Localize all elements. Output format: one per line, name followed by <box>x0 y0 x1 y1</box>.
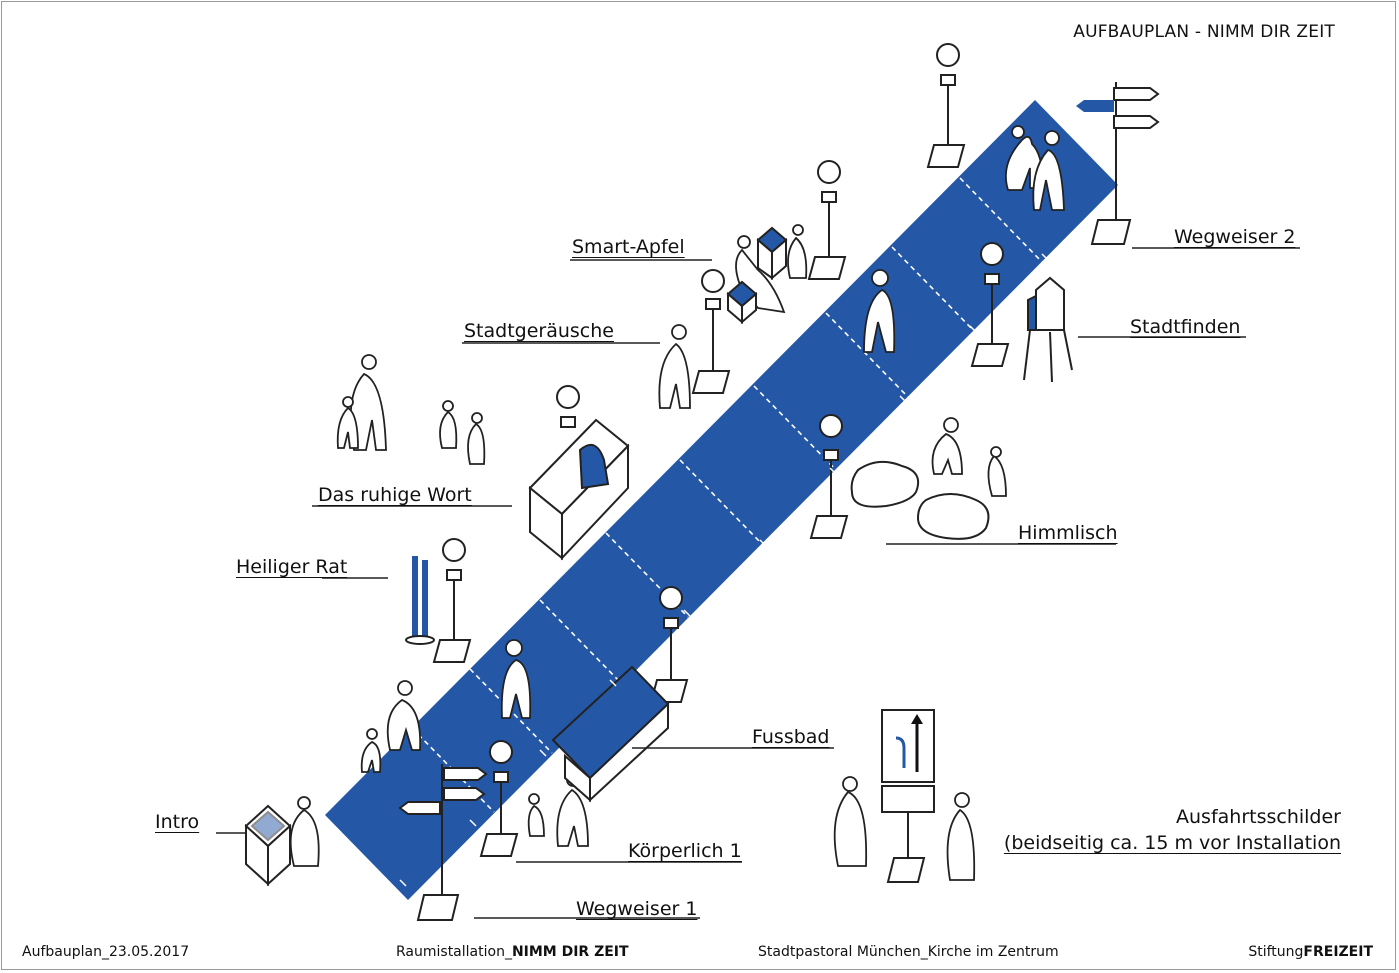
label-himmlisch: Himmlisch <box>1018 522 1118 544</box>
smart-apfel-boxes <box>726 226 788 325</box>
fussbad-bench <box>551 665 670 803</box>
label-koerperlich-1: Körperlich 1 <box>628 840 742 862</box>
ruhige-wort-booth <box>528 418 630 561</box>
label-ausfahrtsschilder: Ausfahrtsschilder (beidseitig ca. 15 m v… <box>1004 804 1341 856</box>
stand-sign-ausfahrt <box>881 709 935 883</box>
footer-brand-bold: FREIZEIT <box>1303 944 1373 960</box>
ausfahrt-line-2: (beidseitig ca. 15 m vor Installation <box>1003 832 1341 854</box>
visitor-figures <box>289 125 1065 881</box>
footer-install-name: NIMM DIR ZEIT <box>511 944 629 960</box>
label-das-ruhige-wort: Das ruhige Wort <box>318 484 472 506</box>
label-stadtgeraeusche: Stadtgeräusche <box>464 320 614 342</box>
heiliger-rat-stand <box>405 556 435 645</box>
label-smart-apfel: Smart-Apfel <box>572 236 685 258</box>
label-wegweiser-1: Wegweiser 1 <box>576 898 698 920</box>
ausfahrt-arrows <box>895 714 923 772</box>
ausfahrt-line-1: Ausfahrtsschilder <box>1176 806 1341 828</box>
stand-sign-himmlisch <box>809 414 849 539</box>
himmlisch-cushions <box>850 460 990 540</box>
stand-sign-heiliger-rat <box>432 538 472 663</box>
footer-date: Aufbauplan_23.05.2017 <box>22 944 190 960</box>
stand-sign-top <box>926 43 966 168</box>
wegweiser-1-post <box>398 764 488 921</box>
stand-signs <box>432 43 1010 883</box>
label-stadtfinden: Stadtfinden <box>1130 316 1241 338</box>
label-wegweiser-2: Wegweiser 2 <box>1174 226 1296 248</box>
label-intro: Intro <box>155 811 200 833</box>
label-fussbad: Fussbad <box>752 726 830 748</box>
stand-sign-koerperlich <box>479 740 519 857</box>
stand-sign-smart <box>807 160 847 280</box>
wegweiser-2-post <box>1090 82 1160 245</box>
intro-box <box>244 804 292 887</box>
walkway-dividers <box>411 177 1043 813</box>
footer-brand: StiftungFREIZEIT <box>1248 944 1373 960</box>
label-heiliger-rat: Heiliger Rat <box>236 556 348 578</box>
edge-ticks <box>399 253 1049 887</box>
footer-install-prefix: Raumistallation_ <box>396 944 512 960</box>
stadtfinden-stand <box>1023 276 1073 383</box>
stand-sign-ruhige-wort <box>556 385 580 428</box>
leader-lines <box>216 247 1300 919</box>
footer-installation: Raumistallation_NIMM DIR ZEIT <box>396 944 629 960</box>
stand-sign-stadtfinden <box>970 242 1010 367</box>
footer-brand-prefix: Stiftung <box>1248 944 1304 960</box>
footer-organisation: Stadtpastoral München_Kirche im Zentrum <box>758 944 1059 960</box>
stand-sign-stadtgeraeusche <box>691 269 731 394</box>
plan-title: AUFBAUPLAN - NIMM DIR ZEIT <box>1073 22 1335 42</box>
wegweiser-2-blue-arrow <box>1076 100 1114 112</box>
